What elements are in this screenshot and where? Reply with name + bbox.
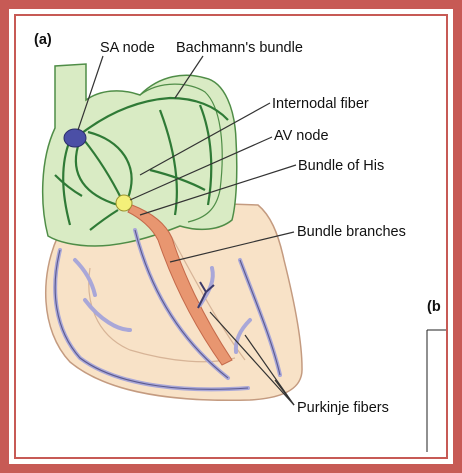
label-his: Bundle of His (298, 158, 384, 174)
panel-b-box (427, 330, 446, 452)
panel-b-label: (b (427, 299, 441, 315)
label-av-node: AV node (274, 128, 329, 144)
label-internodal: Internodal fiber (272, 96, 369, 112)
panel-a-label: (a) (34, 32, 52, 48)
label-bachmann: Bachmann's bundle (176, 40, 303, 56)
label-sa-node: SA node (100, 40, 155, 56)
label-purkinje: Purkinje fibers (297, 400, 389, 416)
av-node (116, 195, 132, 211)
label-branches: Bundle branches (297, 224, 406, 240)
sa-node (64, 129, 86, 147)
